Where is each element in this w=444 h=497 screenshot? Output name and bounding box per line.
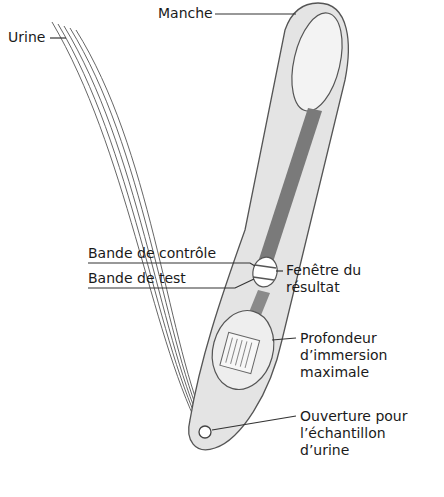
part-label: Urine xyxy=(8,29,45,46)
part-label: Fenêtre du résultat xyxy=(286,262,386,296)
result-window xyxy=(250,255,280,290)
window-label: Fenêtre du résultat xyxy=(286,262,386,296)
urine-stream-line xyxy=(64,26,202,426)
absorbent-pad xyxy=(220,332,260,373)
handle-label: Manche xyxy=(158,5,213,22)
control-band-label: Bande de contrôle xyxy=(88,245,216,262)
part-label: Bande de contrôle xyxy=(88,245,216,262)
part-label: Manche xyxy=(158,5,213,22)
urine-stream-line xyxy=(70,28,204,425)
wick-strip xyxy=(259,108,322,262)
handle-grip xyxy=(283,8,350,116)
part-label: Ouverture pour l’échantillon d’urine xyxy=(300,408,428,459)
part-label: Bande de test xyxy=(88,270,186,287)
depth-label: Profondeur d’immersion maximale xyxy=(300,330,425,381)
leader-lines xyxy=(50,14,296,430)
immersion-zone xyxy=(204,304,283,397)
control-band xyxy=(255,265,276,268)
opening-label: Ouverture pour l’échantillon d’urine xyxy=(300,408,428,459)
stream-label: Urine xyxy=(8,29,45,46)
pad-stripe xyxy=(245,343,252,368)
test-band-label: Bande de test xyxy=(88,270,186,287)
part-label: Profondeur d’immersion maximale xyxy=(300,330,425,381)
urine-stream-line xyxy=(76,30,205,424)
test-band xyxy=(253,277,274,280)
urine-stream xyxy=(52,22,205,428)
urine-stream-line xyxy=(58,24,201,427)
sample-opening xyxy=(199,426,211,438)
